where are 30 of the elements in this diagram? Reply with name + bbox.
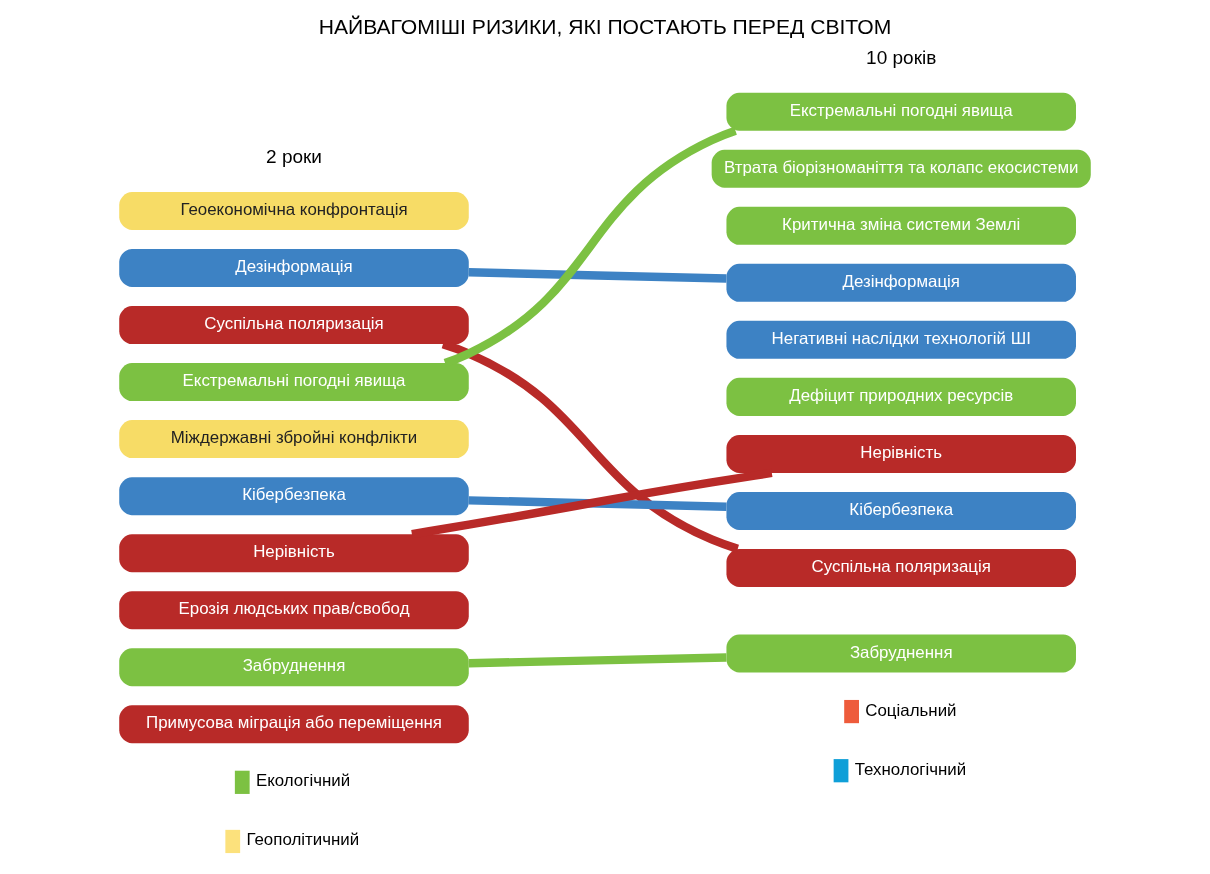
node-box: Кібербезпека bbox=[726, 491, 1076, 530]
node-box: Екстремальні погодні явища bbox=[726, 92, 1076, 131]
connector bbox=[468, 268, 727, 283]
legend-label: Соціальний bbox=[865, 700, 957, 720]
node-box: Втрата біорізноманіття та колапс екосистеми bbox=[711, 149, 1091, 188]
node-box: Дезінформація bbox=[726, 263, 1076, 302]
legend-label: Екологічний bbox=[255, 771, 351, 791]
diagram-title: НАЙВАГОМІШІ РИЗИКИ, ЯКІ ПОСТАЮТЬ ПЕРЕД СВІТОМ bbox=[318, 14, 892, 38]
node-box: Геоекономічна конфронтація bbox=[119, 192, 469, 230]
legend-label: Геополітичний bbox=[246, 830, 360, 850]
node-box: Нерівність bbox=[726, 434, 1076, 473]
node-box: Дезінформація bbox=[119, 249, 469, 288]
connector bbox=[468, 653, 727, 668]
node-box: Негативні наслідки технологій ШІ bbox=[726, 320, 1076, 359]
connector bbox=[468, 496, 727, 511]
node-box: Міждержавні збройні конфлікти bbox=[119, 420, 469, 459]
legend-label: Технологічний bbox=[854, 759, 967, 779]
node-box: Суспільна поляризація bbox=[726, 548, 1076, 587]
node-box: Екстремальні погодні явища bbox=[119, 363, 469, 402]
node-box: Забруднення bbox=[119, 648, 469, 687]
node-box: Примусова міграція або переміщення bbox=[119, 705, 469, 744]
node-box: Дефіцит природних ресурсів bbox=[726, 377, 1076, 416]
node-box: Ерозія людських прав/свобод bbox=[119, 591, 469, 630]
node-box: Суспільна поляризація bbox=[119, 306, 469, 345]
node-box: Нерівність bbox=[119, 534, 469, 573]
label: 10 років bbox=[866, 46, 937, 68]
node-box: Кібербезпека bbox=[119, 477, 469, 516]
label: 2 роки bbox=[266, 145, 322, 167]
node-box: Забруднення bbox=[726, 634, 1076, 673]
node-box: Критична зміна системи Землі bbox=[726, 206, 1076, 245]
